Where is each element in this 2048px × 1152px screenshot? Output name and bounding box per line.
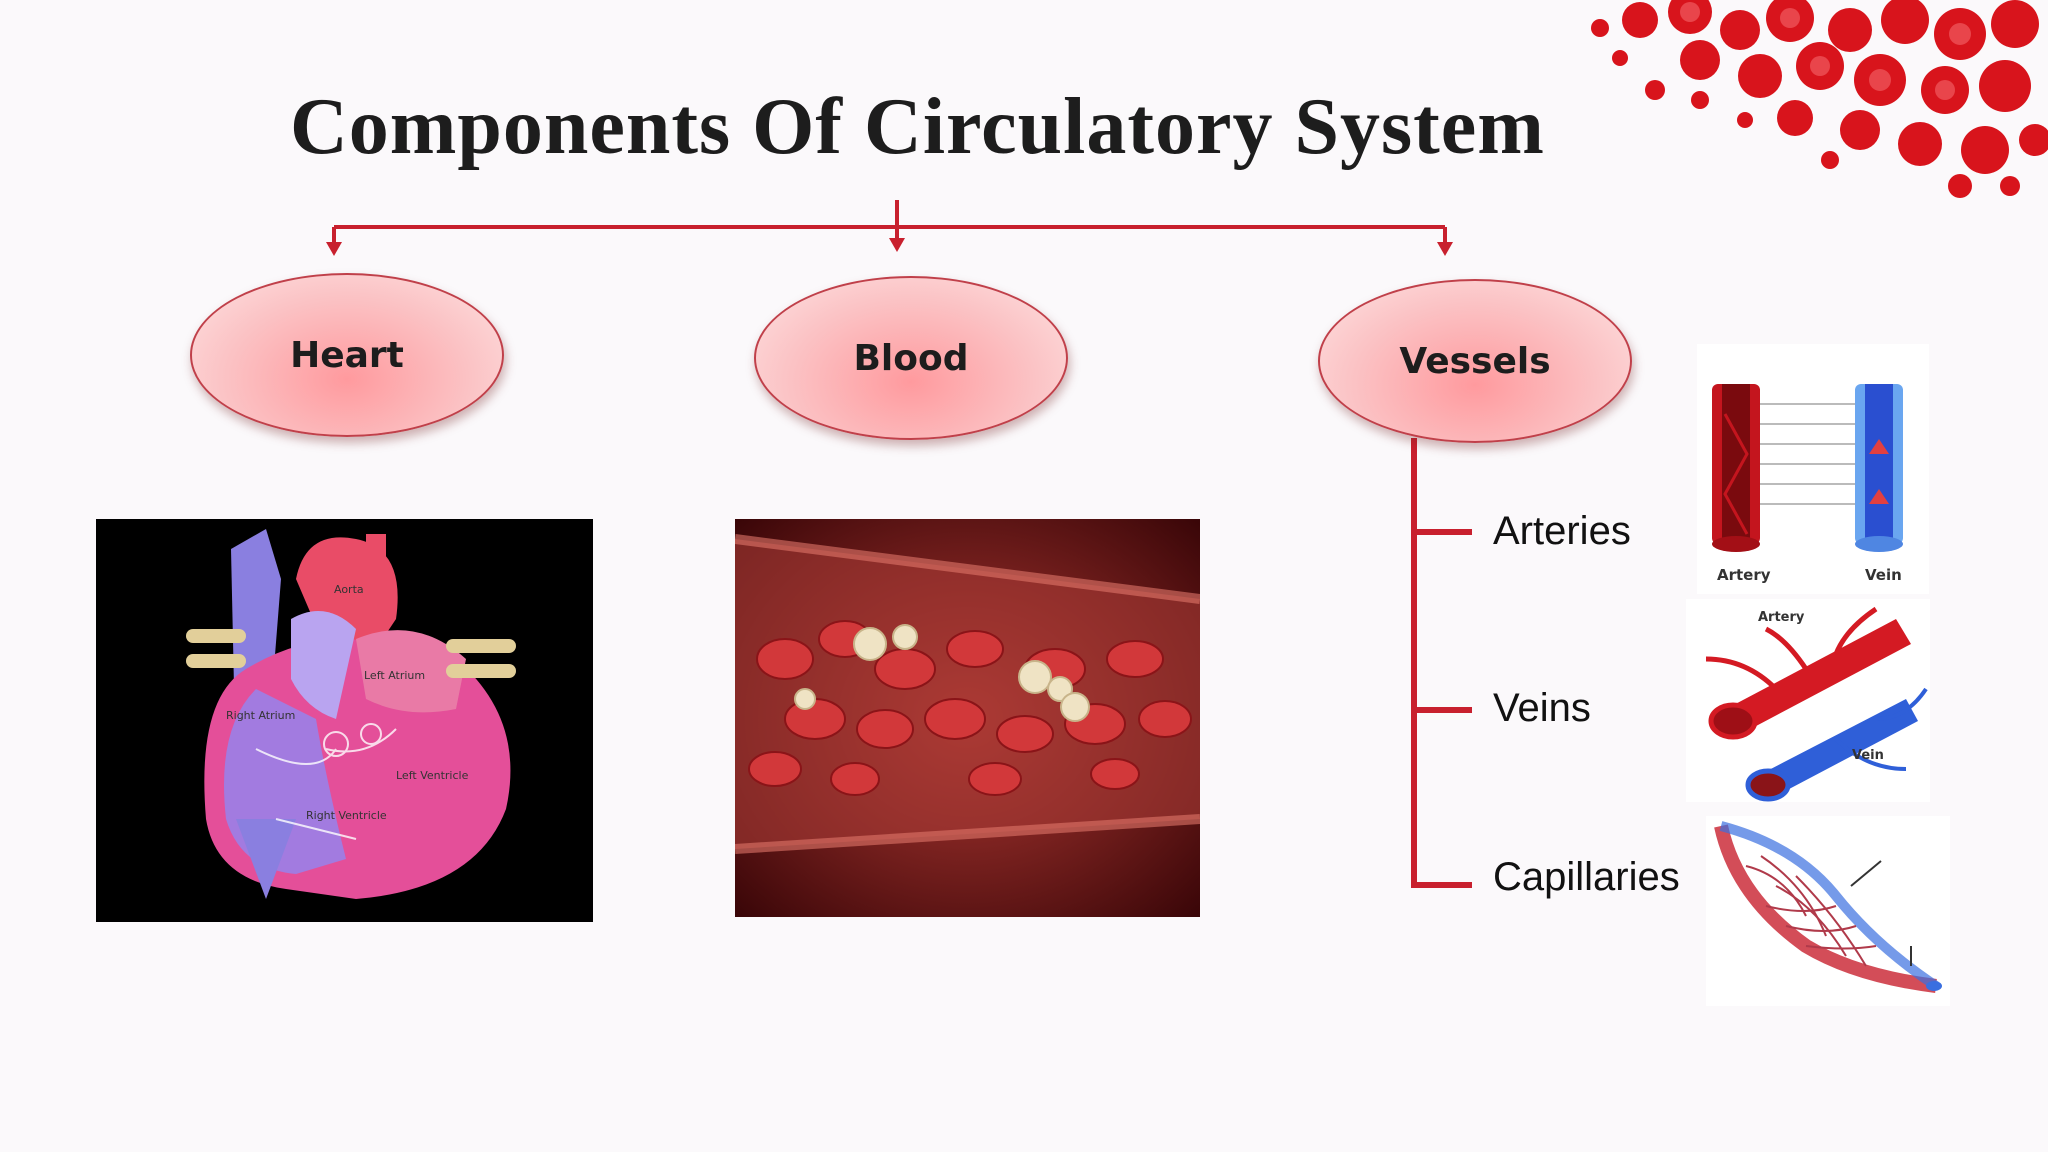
- vessel-label-arteries: Arteries: [1493, 509, 1631, 553]
- diagram-label-artery: Artery: [1717, 566, 1771, 584]
- artery-vein-structure-image: Artery Vein: [1697, 344, 1929, 594]
- blood-cells-image: [735, 519, 1200, 917]
- heart-label-right-atrium: Right Atrium: [226, 709, 295, 722]
- component-blood: Blood: [754, 276, 1068, 440]
- component-blood-label: Blood: [853, 337, 969, 379]
- page-title: Components Of Circulatory System: [290, 83, 1545, 171]
- component-vessels: Vessels: [1318, 279, 1632, 443]
- heart-label-right-ventricle: Right Ventricle: [306, 809, 387, 822]
- diagram-label-vein: Vein: [1865, 566, 1902, 584]
- heart-label-aorta: Aorta: [334, 583, 364, 596]
- capillaries-image: [1706, 816, 1950, 1006]
- component-vessels-label: Vessels: [1399, 340, 1551, 382]
- heart-label-left-ventricle: Left Ventricle: [396, 769, 469, 782]
- artery-vein-tubes-image: Artery Vein: [1686, 599, 1930, 802]
- tube-label-artery: Artery: [1758, 610, 1805, 625]
- vessel-label-veins: Veins: [1493, 686, 1591, 730]
- heart-diagram-image: Aorta Left Atrium Right Atrium Left Vent…: [96, 519, 593, 922]
- vessel-label-capillaries: Capillaries: [1493, 855, 1680, 899]
- tube-label-vein: Vein: [1852, 748, 1884, 763]
- component-heart-label: Heart: [290, 334, 404, 376]
- heart-label-left-atrium: Left Atrium: [364, 669, 425, 682]
- component-heart: Heart: [190, 273, 504, 437]
